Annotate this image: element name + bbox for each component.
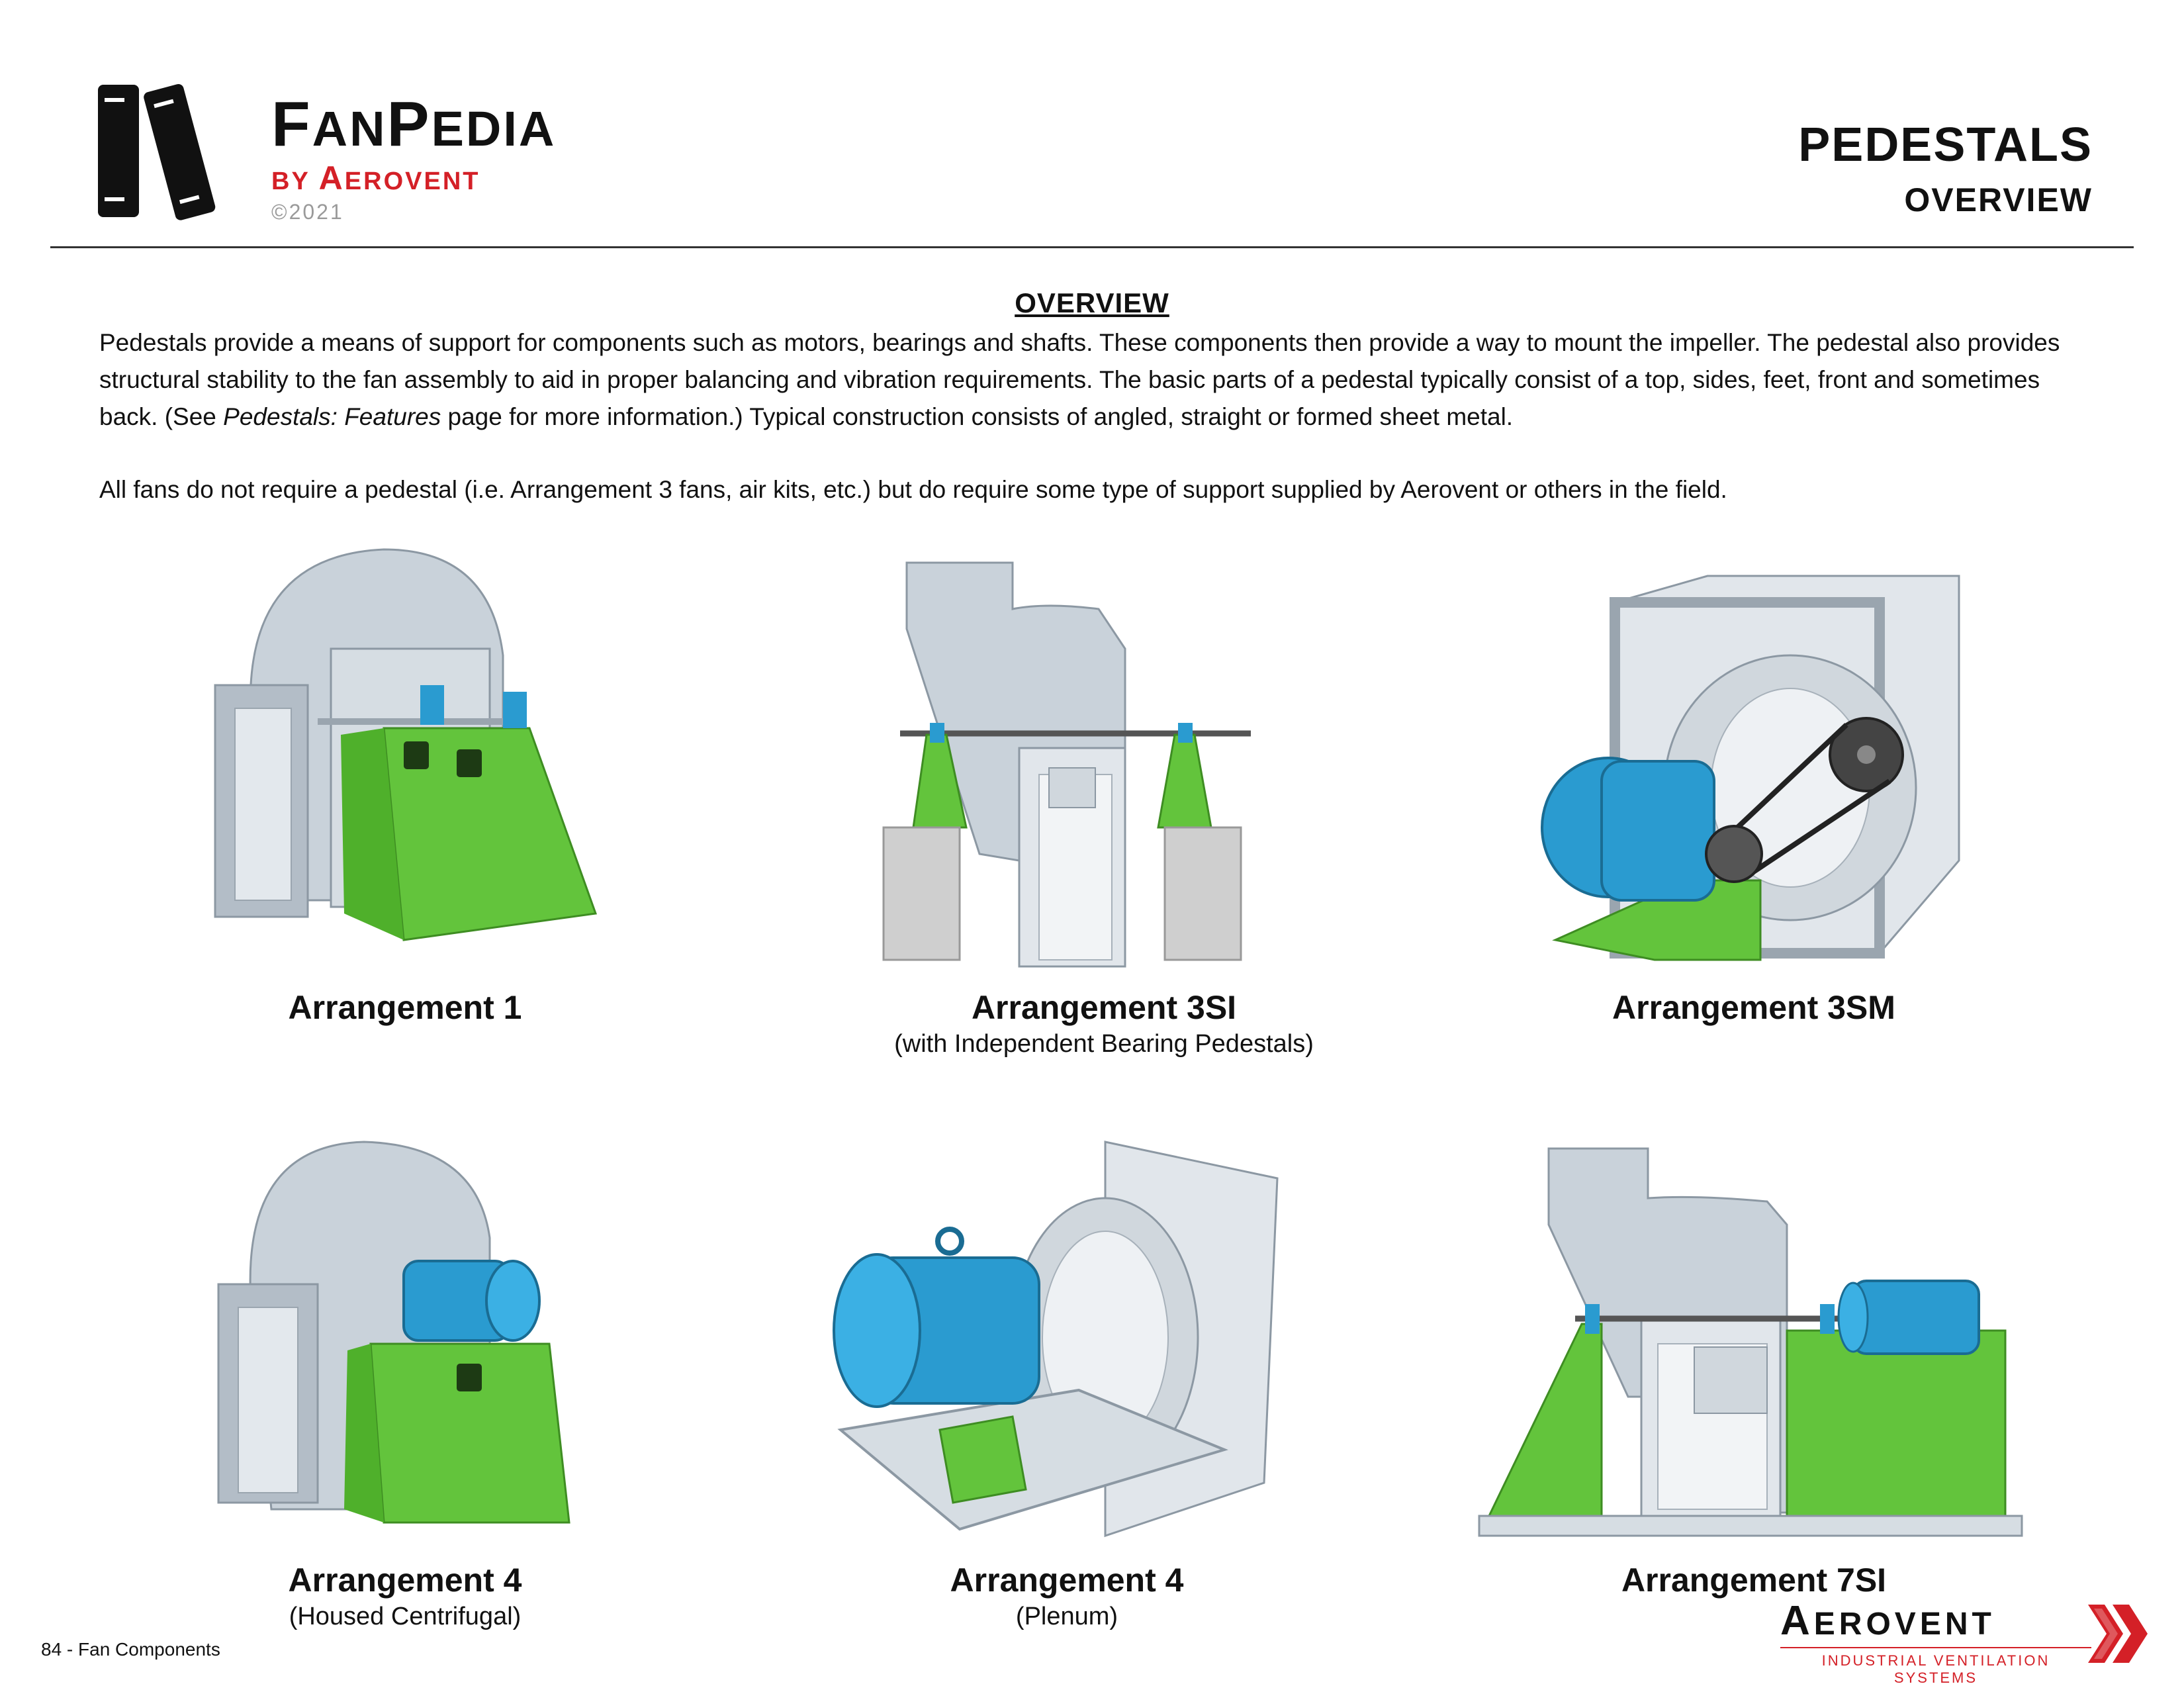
figure-caption-arrangement-3sm: Arrangement 3SM: [1489, 988, 2019, 1027]
books-logo-icon: [98, 83, 216, 220]
figure-subtitle: (Plenum): [1015, 1603, 1118, 1630]
figure-caption-arrangement-7si: Arrangement 7SI: [1489, 1560, 2019, 1600]
figure-subtitle: (Housed Centrifugal): [289, 1603, 522, 1630]
copyright: ©2021: [271, 200, 344, 224]
figure-title: Arrangement 4: [288, 1562, 522, 1599]
fanpedia-wordmark: FANPEDIA BY AEROVENT ©2021: [271, 93, 556, 224]
arrangement-3sm-illustration: [1541, 575, 1960, 961]
figure-title: Arrangement 7SI: [1621, 1562, 1887, 1599]
figure-title: Arrangement 3SI: [971, 989, 1237, 1026]
features-reference: Pedestals: Features: [223, 403, 441, 430]
overview-paragraph-2: All fans do not require a pedestal (i.e.…: [99, 476, 1727, 503]
overview-paragraph-1: Pedestals provide a means of support for…: [99, 329, 2060, 430]
figure-caption-arrangement-4-housed: Arrangement 4 (Housed Centrifugal): [140, 1560, 670, 1633]
arrangement-1-illustration: [214, 548, 598, 941]
page-subtitle: OVERVIEW: [1904, 181, 2093, 219]
page-number-label: 84 - Fan Components: [41, 1639, 220, 1660]
figure-caption-arrangement-1: Arrangement 1: [140, 988, 670, 1027]
aerovent-logo: AEROVENT INDUSTRIAL VENTILATION SYSTEMS: [1780, 1601, 2151, 1687]
figure-title: Arrangement 1: [288, 989, 522, 1026]
aerovent-tagline: INDUSTRIAL VENTILATION SYSTEMS: [1780, 1647, 2091, 1687]
figure-subtitle: (with Independent Bearing Pedestals): [894, 1030, 1314, 1058]
overview-heading: OVERVIEW: [1015, 287, 1169, 318]
arrangement-4-plenum-illustration: [833, 1141, 1279, 1538]
double-chevron-icon: [2088, 1605, 2148, 1663]
header-divider: [50, 246, 2134, 248]
figure-title: Arrangement 4: [950, 1562, 1184, 1599]
page-heading: PEDESTALS OVERVIEW: [1798, 118, 2093, 219]
figure-caption-arrangement-3si: Arrangement 3SI (with Independent Bearin…: [839, 988, 1369, 1060]
figure-title: Arrangement 3SM: [1612, 989, 1895, 1026]
figure-caption-arrangement-4-plenum: Arrangement 4 (Plenum): [802, 1560, 1332, 1633]
page-title: PEDESTALS: [1798, 118, 2093, 171]
arrangement-3si-illustration: [882, 561, 1251, 968]
aerovent-wordmark: AEROVENT: [1780, 1598, 1995, 1644]
arrangement-7si-illustration: [1478, 1147, 2023, 1537]
brand-byline: BY AEROVENT: [271, 160, 480, 197]
arrangement-4-housed-illustration: [217, 1141, 570, 1524]
brand-name: FANPEDIA: [271, 89, 557, 160]
